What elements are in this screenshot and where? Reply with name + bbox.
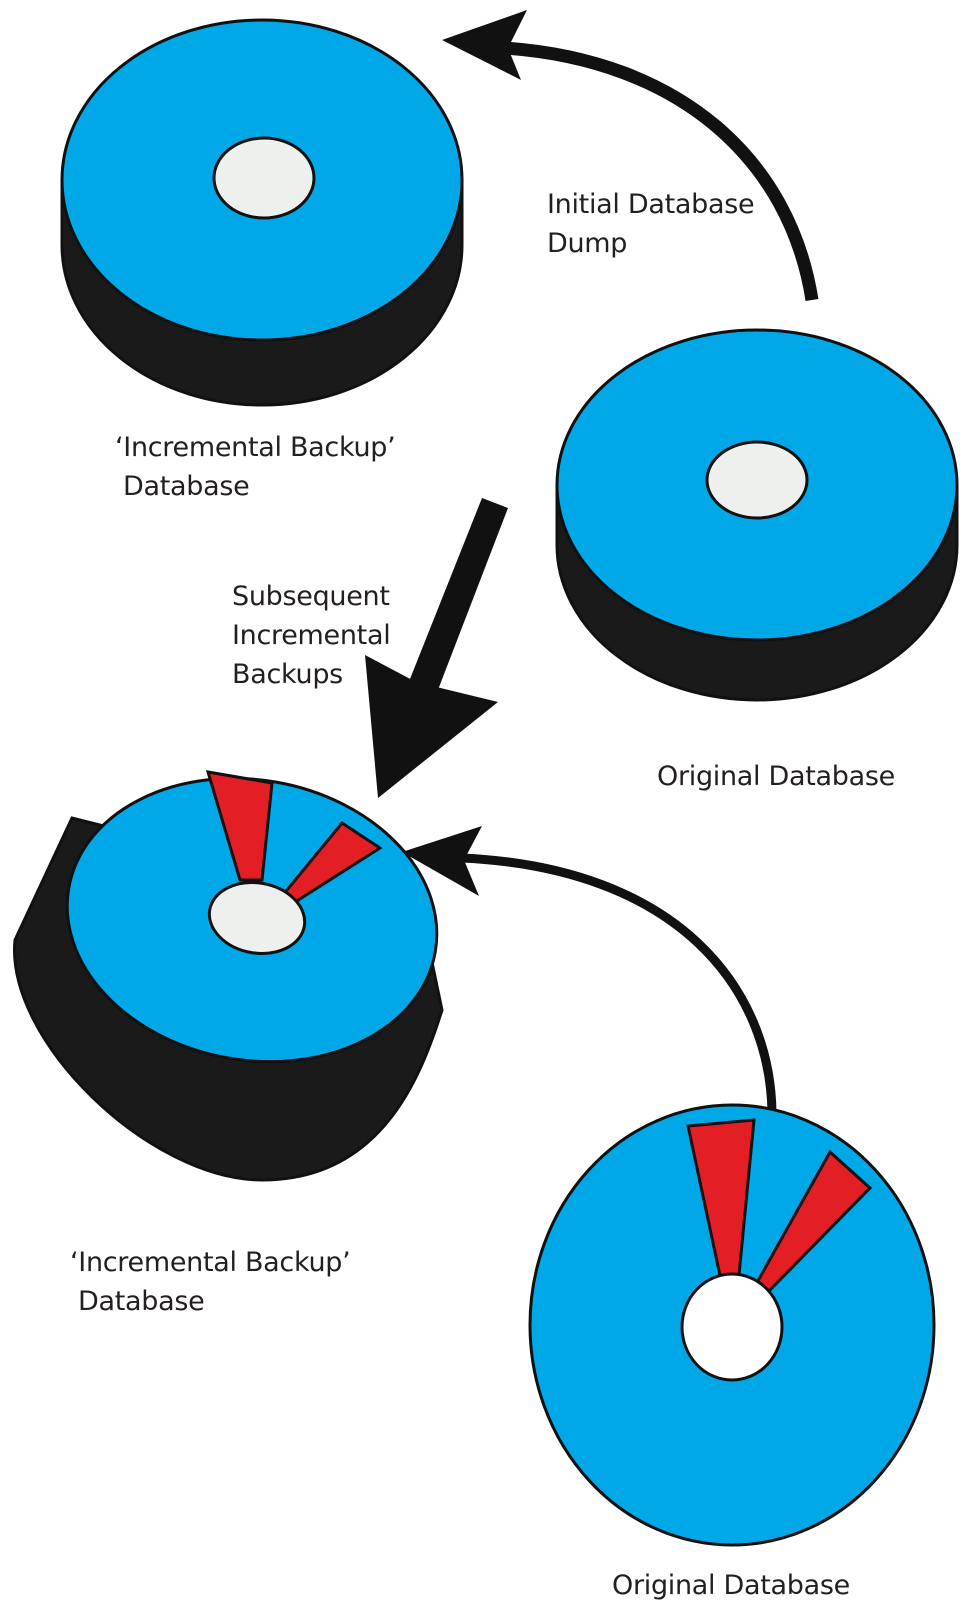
subsequent-backups-arrow-icon	[365, 498, 508, 798]
subsequent-backups-label-line2: Incremental	[232, 620, 391, 652]
changed-block	[205, 770, 274, 882]
subsequent-backups-label-line3: Backups	[232, 659, 343, 691]
bottom-original-database-label-text: Original Database	[612, 1570, 850, 1601]
disk-hub	[207, 881, 307, 955]
initial-dump-label-line2: Dump	[547, 228, 628, 260]
top-backup-database-label-line2: Database	[123, 471, 250, 503]
bottom-backup-database-label-line2: Database	[78, 1286, 205, 1318]
initial-dump-arrow-icon	[442, 10, 819, 302]
incremental-arrow-icon	[402, 826, 777, 1113]
disk-hub	[680, 1272, 784, 1382]
initial-dump-label: Initial Database Dump	[547, 185, 755, 263]
subsequent-backups-label-line1: Subsequent	[232, 581, 390, 612]
bottom-backup-database-disk-icon	[13, 770, 444, 1182]
disk-hub	[212, 136, 316, 220]
disk-hub	[705, 440, 809, 520]
top-backup-database-label-line1: ‘Incremental Backup’	[115, 432, 396, 463]
bottom-backup-database-label: ‘Incremental Backup’ Database	[70, 1243, 351, 1321]
top-backup-database-label: ‘Incremental Backup’ Database	[115, 428, 396, 506]
initial-dump-label-line1: Initial Database	[547, 189, 755, 220]
bottom-original-database-label: Original Database	[612, 1566, 850, 1605]
bottom-backup-database-label-line1: ‘Incremental Backup’	[70, 1247, 351, 1278]
bottom-original-database-disk-icon	[528, 1103, 936, 1547]
subsequent-backups-label: Subsequent Incremental Backups	[232, 577, 391, 694]
top-original-database-disk-icon	[555, 328, 959, 702]
top-original-database-label: Original Database	[657, 757, 895, 796]
top-original-database-label-text: Original Database	[657, 761, 895, 792]
top-backup-database-disk-icon	[60, 18, 464, 407]
